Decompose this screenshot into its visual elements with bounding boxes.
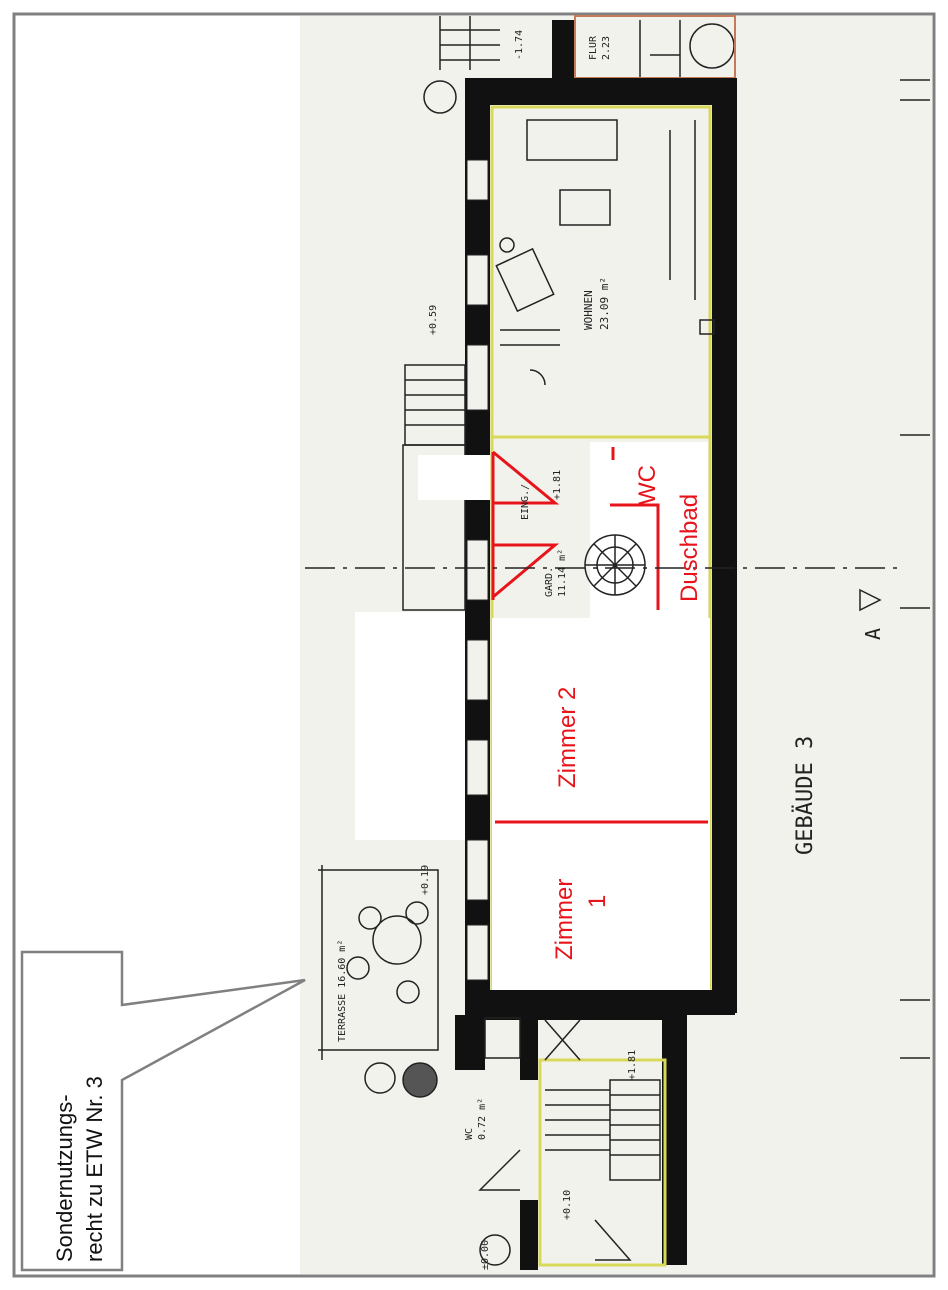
wohnen-furniture xyxy=(495,119,715,386)
wc-small-area: 0.72 m² xyxy=(477,1098,488,1140)
eingang-label: EING./ xyxy=(520,484,531,520)
wohnen-label: WOHNEN xyxy=(582,290,595,330)
flur-label: FLUR xyxy=(588,35,599,60)
windows xyxy=(466,159,489,981)
eingang-label-2: GARD. xyxy=(544,567,555,597)
eingang-area: 11.14 m² xyxy=(557,549,568,597)
zimmer2-label: Zimmer 2 xyxy=(554,687,581,788)
terrasse-label: TERRASSE 16.60 m² xyxy=(337,940,348,1042)
duschbad-label: Duschbad xyxy=(676,494,703,602)
frame-border xyxy=(12,12,936,1278)
spiral-stair-icon xyxy=(584,534,646,596)
section-marker: A xyxy=(861,628,885,640)
wc-red-label: WC xyxy=(634,465,661,505)
level-stair: +1.81 xyxy=(627,1050,638,1080)
zimmer1-label: Zimmer xyxy=(551,879,578,960)
level-wohnen: +0.59 xyxy=(428,305,439,335)
left-stair xyxy=(402,364,466,611)
building-label: GEBÄUDE 3 xyxy=(792,736,818,855)
wohnen-area: 23.09 m² xyxy=(598,277,611,330)
level-hall: +0.10 xyxy=(562,1190,573,1220)
wc-small-label: WC xyxy=(464,1128,475,1140)
level-eingang: +1.81 xyxy=(552,470,563,500)
level-entry: ±0.00 xyxy=(480,1240,491,1270)
walls xyxy=(455,20,737,1270)
zimmer1-number: 1 xyxy=(584,895,611,908)
red-markup xyxy=(491,447,708,824)
lower-stair xyxy=(478,1017,661,1266)
callout-line2: recht zu ETW Nr. 3 xyxy=(82,1076,107,1262)
flur-area: 2.23 xyxy=(601,36,612,60)
terrasse xyxy=(318,865,439,1098)
section-axis xyxy=(305,79,930,1059)
level-top: -1.74 xyxy=(514,30,525,60)
white-patches xyxy=(355,442,710,990)
callout-line1: Sondernutzungs- xyxy=(52,1094,77,1262)
callout: Sondernutzungs- recht zu ETW Nr. 3 xyxy=(20,950,306,1272)
level-terrasse: +0.19 xyxy=(420,865,431,895)
